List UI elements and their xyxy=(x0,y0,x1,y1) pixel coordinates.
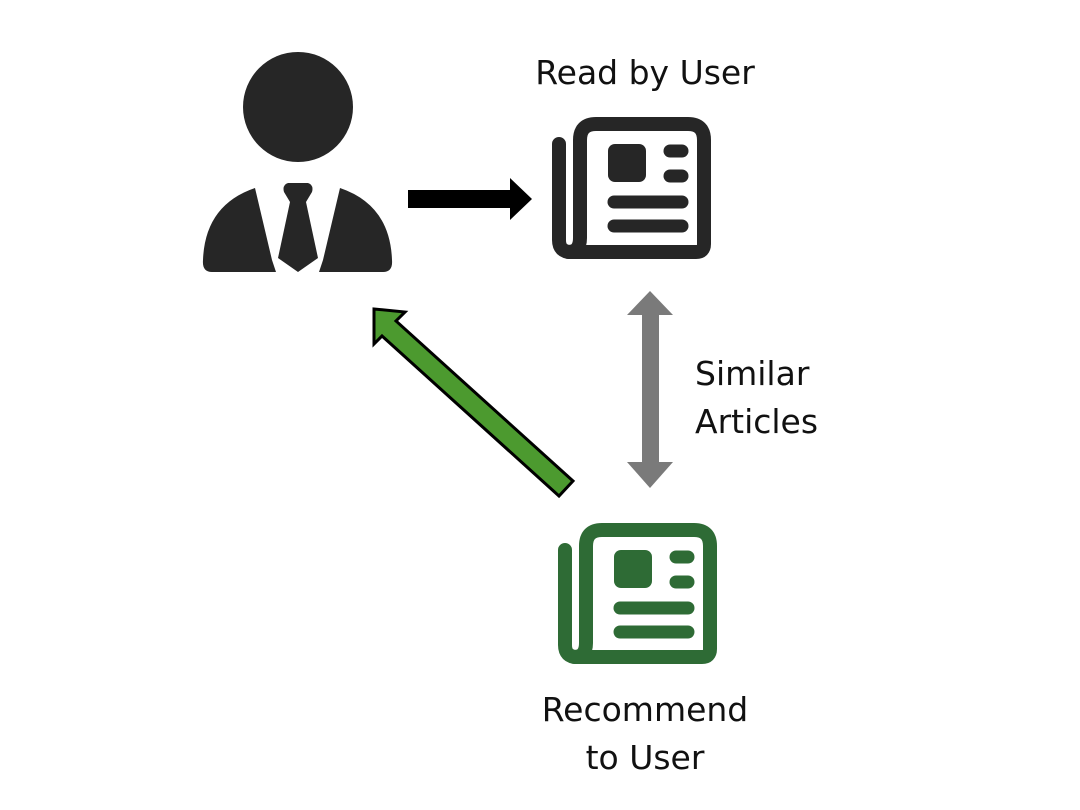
newspaper-icon-recommended xyxy=(558,523,717,664)
recommend-line-1: Recommend xyxy=(541,690,749,729)
recommend-line-2: to User xyxy=(585,738,705,777)
read-by-user-label: Read by User xyxy=(535,53,755,92)
similar-articles-line-1: Similar xyxy=(695,354,810,393)
arrow-recommend-to-user xyxy=(372,307,576,499)
similar-articles-line-2: Articles xyxy=(695,402,819,441)
arrow-user-to-read xyxy=(408,178,532,220)
similar-articles-label: Similar Articles xyxy=(695,350,818,446)
user-icon xyxy=(202,52,393,272)
recommend-to-user-label: Recommend to User xyxy=(510,686,780,782)
newspaper-icon xyxy=(552,117,711,259)
double-arrow-similar xyxy=(627,291,673,488)
